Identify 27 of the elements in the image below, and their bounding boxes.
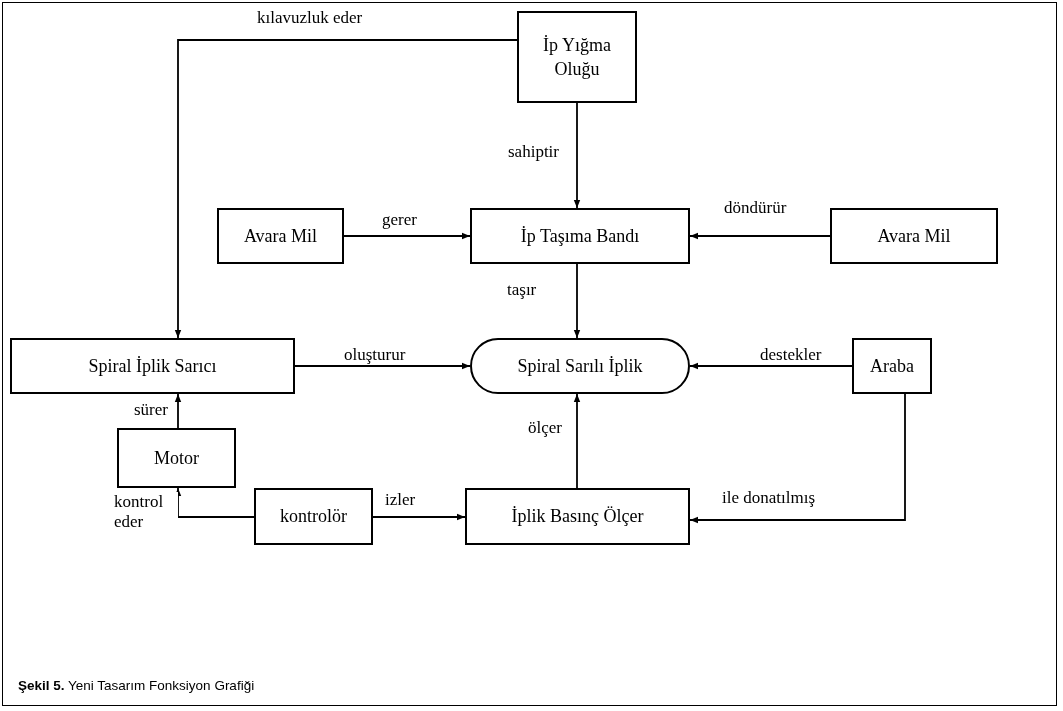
arrow — [372, 513, 466, 521]
terminal-shape: Spiral Sarılı İplik — [470, 338, 690, 394]
process-box: İp Taşıma Bandı — [470, 208, 690, 264]
arrow — [343, 232, 471, 240]
arrow — [294, 362, 471, 370]
process-box: İplik Basınç Ölçer — [465, 488, 690, 545]
arrow — [573, 393, 581, 489]
arrow — [689, 232, 831, 240]
arrow — [689, 362, 853, 370]
figure-caption: Şekil 5. Yeni Tasarım Fonksiyon Grafiği — [18, 678, 255, 693]
arrow — [174, 39, 518, 339]
process-box: Avara Mil — [217, 208, 344, 264]
edge-label: sahiptir — [506, 142, 561, 163]
arrow — [689, 393, 906, 524]
process-box: kontrolör — [254, 488, 373, 545]
process-box: İp Yığma Oluğu — [517, 11, 637, 103]
process-box: Motor — [117, 428, 236, 488]
arrow — [573, 102, 581, 209]
edge-label: oluşturur — [342, 345, 408, 366]
edge-label: ile donatılmış — [720, 488, 818, 509]
edge-label: ölçer — [526, 418, 564, 439]
process-box: Avara Mil — [830, 208, 998, 264]
process-box: Araba — [852, 338, 932, 394]
process-box: Spiral İplik Sarıcı — [10, 338, 295, 394]
arrow — [573, 263, 581, 339]
arrow — [174, 393, 182, 429]
arrow — [174, 487, 255, 518]
